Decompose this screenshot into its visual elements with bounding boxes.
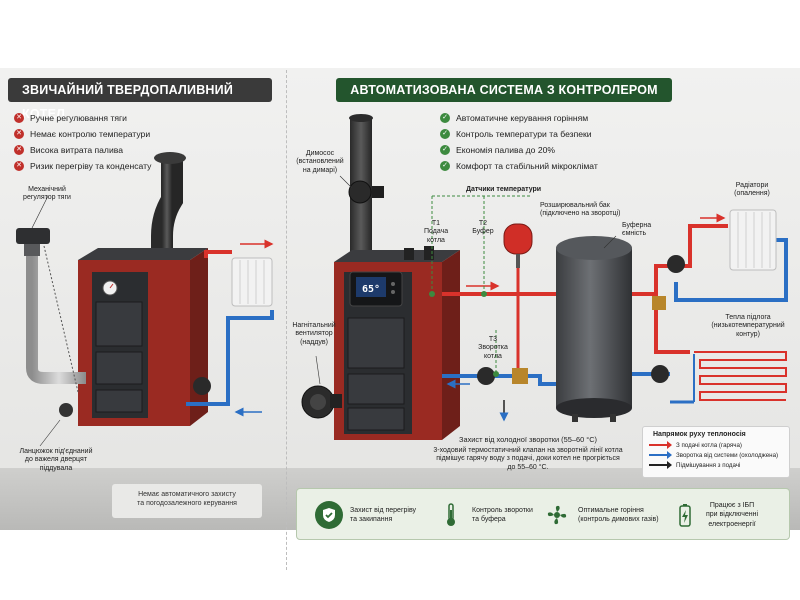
cons-list: ✕Ручне регулювання тяги ✕Немає контролю … xyxy=(14,110,151,174)
flow-legend: Напрямок руху теплоносія З подачі котла … xyxy=(642,426,790,478)
cons-item: ✕Ризик перегріву та конденсату xyxy=(14,158,151,174)
buffer-tank-body xyxy=(556,248,632,408)
mechanical-regulator xyxy=(16,228,86,417)
pros-item: ✓Комфорт та стабільний мікроклімат xyxy=(440,158,598,174)
right-boiler-top xyxy=(334,250,460,262)
check-icon: ✓ xyxy=(440,129,450,139)
radiator-pump xyxy=(667,255,685,273)
left-panel-title: ЗВИЧАЙНИЙ ТВЕРДОПАЛИВНИЙ КОТЕЛ xyxy=(8,78,272,121)
benefits-bar: Захист від перегріву та закипання Контро… xyxy=(296,488,790,540)
check-icon: ✓ xyxy=(440,145,450,155)
cons-item: ✕Немає контролю температури xyxy=(14,126,151,142)
buffer-tank-label: Буферна ємність xyxy=(622,222,652,238)
left-flue-cap xyxy=(154,152,186,164)
cross-icon: ✕ xyxy=(14,145,24,155)
right-lower-door xyxy=(347,373,405,405)
hot-arrow-icon xyxy=(649,441,672,449)
mix-arrow-icon xyxy=(649,461,672,469)
left-return-pipe-chrome xyxy=(26,256,86,384)
check-icon: ✓ xyxy=(440,161,450,171)
legend-item-hot: З подачі котла (гаряча) xyxy=(643,440,789,450)
buffer-tank xyxy=(556,236,632,422)
three-way-valve xyxy=(512,368,528,384)
right-ash-door xyxy=(347,407,405,431)
t2-label: T2 Буфер xyxy=(472,220,494,236)
cross-icon: ✕ xyxy=(14,129,24,139)
left-boiler-top xyxy=(78,248,208,260)
boiler-controller: 65° xyxy=(349,271,403,307)
floor-supply-pipe xyxy=(654,300,690,354)
panel-divider xyxy=(286,70,287,570)
pros-list: ✓Автоматичне керування горінням ✓Контрол… xyxy=(440,110,598,174)
chain-label: Ланцюжок під'єднаний до важеля дверцят п… xyxy=(19,448,93,472)
left-boiler-side xyxy=(190,248,208,426)
buffer-tank-top xyxy=(556,236,632,260)
left-lower-door xyxy=(95,351,143,385)
legend-title: Напрямок руху теплоносія xyxy=(653,431,746,438)
regulator-label: Механічний регулятор тяги xyxy=(23,186,71,202)
cold-return-protection: Захист від холодної зворотки (55–60 °C) … xyxy=(433,435,623,471)
left-pump xyxy=(193,377,211,395)
t3-label: T3 Зворотка котла xyxy=(478,336,508,360)
benefit-combustion: Оптимальне горіння (контроль димових газ… xyxy=(543,489,659,541)
floor-pump xyxy=(651,365,669,383)
battery-bolt-icon xyxy=(671,501,699,529)
left-flue-pipe xyxy=(151,160,183,256)
expansion-tank-label: Розширювальний бак (підключено на зворот… xyxy=(540,202,621,218)
controller-display-value: 65° xyxy=(362,284,380,295)
cons-item: ✕Ручне регулювання тяги xyxy=(14,110,151,126)
fan-icon xyxy=(543,501,571,529)
expansion-tank xyxy=(503,223,533,268)
smoke-exhauster-fan xyxy=(348,180,372,204)
sensors-label: Датчики температури xyxy=(466,186,542,193)
cold-arrow-icon xyxy=(649,451,672,459)
cons-item: ✕Висока витрата палива xyxy=(14,142,151,158)
blower-fan xyxy=(301,385,342,419)
pros-item: ✓Автоматичне керування горінням xyxy=(440,110,598,126)
right-radiator xyxy=(729,209,777,271)
no-protection-note: Немає автоматичного захисту та погодозал… xyxy=(112,484,262,518)
regulator-body xyxy=(16,228,50,244)
radiators-label: Радіатори (опалення) xyxy=(734,182,770,198)
legend-item-cold: Зворотка від системи (охолоджена) xyxy=(643,450,789,460)
controller-screen xyxy=(356,277,386,297)
right-upper-door xyxy=(347,317,405,369)
left-boiler xyxy=(78,152,208,426)
floor-heating-loop xyxy=(694,351,787,401)
benefit-return-control: Контроль зворотки та буфера xyxy=(437,489,533,541)
left-radiator xyxy=(231,257,273,307)
pros-item: ✓Економія палива до 20% xyxy=(440,142,598,158)
smoke-exhauster-label: Димосос (встановлений на димарі) xyxy=(296,150,344,174)
radiator-return-pipe xyxy=(674,238,788,302)
left-return-pipe xyxy=(186,310,274,406)
benefit-ups: Працює з ІБП при відключенні електроенер… xyxy=(671,489,758,541)
cross-icon: ✕ xyxy=(14,161,24,171)
regulator-chain xyxy=(43,245,79,393)
right-boiler-side xyxy=(442,250,460,440)
left-upper-door xyxy=(95,301,143,347)
air-damper-lever xyxy=(59,403,73,417)
sensor-t1 xyxy=(429,291,435,297)
floor-heating-label: Тепла підлога (низькотемпературний конту… xyxy=(711,314,785,338)
sensor-t3 xyxy=(493,371,499,377)
t1-label: T1 Подача котла xyxy=(424,220,449,244)
pros-item: ✓Контроль температури та безпеки xyxy=(440,126,598,142)
fan-label: Нагнітальний вентилятор (наддув) xyxy=(292,322,336,346)
check-icon: ✓ xyxy=(440,113,450,123)
right-panel-title: АВТОМАТИЗОВАНА СИСТЕМА З КОНТРОЛЕРОМ xyxy=(336,78,672,102)
cross-icon: ✕ xyxy=(14,113,24,123)
boiler-circulation-pump xyxy=(477,367,495,385)
left-ash-door xyxy=(95,389,143,413)
thermometer-icon xyxy=(437,501,465,529)
floor-mixing-valve xyxy=(652,296,666,310)
shield-check-icon xyxy=(315,501,343,529)
legend-item-mix: Підмішування з подачі xyxy=(643,460,789,470)
left-supply-pipe xyxy=(204,250,232,258)
benefit-overheat: Захист від перегріву та закипання xyxy=(315,489,416,541)
sensor-t2 xyxy=(481,291,487,297)
